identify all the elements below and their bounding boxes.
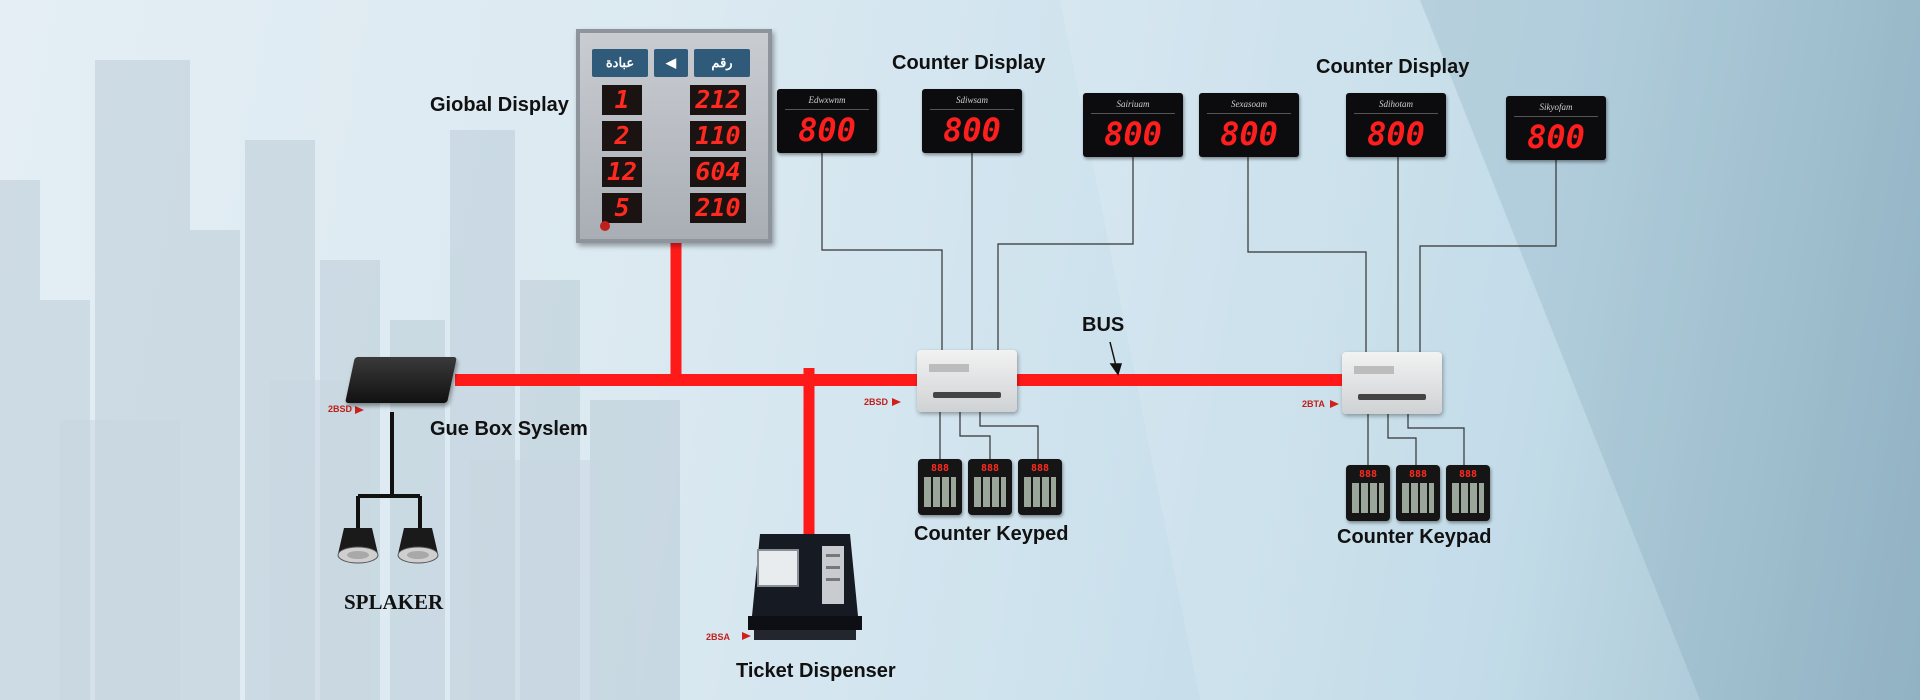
controller-port — [1358, 394, 1426, 400]
keypad-display: 888 — [980, 463, 1000, 474]
counter-keypad-label: Counter Keypad — [1337, 526, 1492, 548]
keypad-buttons-icon — [1024, 477, 1056, 507]
row-ticket: 604 — [690, 157, 746, 187]
speaker-label: SPLAKER — [344, 590, 444, 614]
counter-display-label: Counter Display — [892, 52, 1046, 74]
divider — [1091, 113, 1175, 114]
keypad-buttons-icon — [974, 477, 1006, 507]
keypad-display: 888 — [1358, 469, 1378, 480]
row-ticket: 210 — [690, 193, 746, 223]
controller-label-plate — [1354, 366, 1394, 374]
counter-display: Sairiuam 800 — [1083, 93, 1183, 157]
global-display-label: Giobal Display — [430, 94, 569, 116]
counter-display-caption: Sikyofam — [1539, 102, 1573, 112]
global-display-header-right: رقم — [694, 49, 750, 77]
keypad-buttons-icon — [1402, 483, 1434, 513]
brand-logo-icon — [600, 221, 610, 231]
bus-label: BUS — [1082, 314, 1125, 336]
controller-label-plate — [929, 364, 969, 372]
counter-display: Sikyofam 800 — [1506, 96, 1606, 160]
global-display-row: 5 210 — [580, 193, 776, 225]
queue-box-tag: 2BSD — [328, 404, 353, 414]
counter-display-caption: Edwxwnm — [808, 95, 846, 105]
divider — [1207, 113, 1291, 114]
counter-display-value: 800 — [1527, 118, 1585, 156]
counter-display-caption: Sexasoam — [1231, 99, 1267, 109]
keypad-buttons-icon — [924, 477, 956, 507]
counter-display-value: 800 — [1104, 115, 1162, 153]
queue-box-device — [345, 357, 457, 403]
counter-display-value: 800 — [943, 111, 1001, 149]
keypad-display: 888 — [930, 463, 950, 474]
speaker-icon — [397, 528, 439, 564]
keypad-display: 888 — [1408, 469, 1428, 480]
divider — [1354, 113, 1438, 114]
keypad-display: 888 — [1030, 463, 1050, 474]
keypad-buttons-icon — [1352, 483, 1384, 513]
counter-keypad: 888 — [1446, 465, 1490, 521]
counter-display: Sexasoam 800 — [1199, 93, 1299, 157]
ticket-dispenser-tag: 2BSA — [706, 632, 731, 642]
counter-keypad: 888 — [1396, 465, 1440, 521]
counter-keypad: 888 — [968, 459, 1012, 515]
row-counter: 1 — [602, 85, 642, 115]
counter-display-value: 800 — [1367, 115, 1425, 153]
counter-keypad: 888 — [1018, 459, 1062, 515]
counter-display: Edwxwnm 800 — [777, 89, 877, 153]
global-display-row: 12 604 — [580, 157, 776, 189]
row-counter: 5 — [602, 193, 642, 223]
controller-tag: 2BSD — [864, 397, 889, 407]
bus-controller — [917, 350, 1017, 412]
counter-display-value: 800 — [1220, 115, 1278, 153]
keypad-buttons-icon — [1452, 483, 1484, 513]
counter-display: Sdihotam 800 — [1346, 93, 1446, 157]
controller-tag: 2BTA — [1302, 399, 1325, 409]
row-counter: 2 — [602, 121, 642, 151]
play-arrow-icon: ◀ — [654, 49, 688, 77]
global-display-header-left: عبادة — [592, 49, 648, 77]
counter-display-value: 800 — [798, 111, 856, 149]
row-ticket: 212 — [690, 85, 746, 115]
counter-keypad-label: Counter Keyped — [914, 523, 1069, 545]
bus-controller — [1342, 352, 1442, 414]
counter-display-label: Counter Display — [1316, 56, 1470, 78]
global-display-row: 1 212 — [580, 85, 776, 117]
counter-display-caption: Sairiuam — [1116, 99, 1150, 109]
ticket-dispenser-device — [748, 534, 862, 640]
global-display-row: 2 110 — [580, 121, 776, 153]
divider — [785, 109, 869, 110]
row-ticket: 110 — [690, 121, 746, 151]
global-display: عبادة ◀ رقم 1 212 2 110 12 604 5 210 — [576, 29, 772, 243]
divider — [930, 109, 1014, 110]
counter-keypad: 888 — [918, 459, 962, 515]
queue-box-label: Gue Box Syslem — [430, 418, 588, 440]
divider — [1514, 116, 1598, 117]
counter-display-caption: Sdihotam — [1378, 99, 1413, 109]
controller-port — [933, 392, 1001, 398]
row-counter: 12 — [602, 157, 642, 187]
ticket-dispenser-label: Ticket Dispenser — [736, 660, 896, 682]
counter-display-caption: Sdiwsam — [955, 95, 988, 105]
counter-display: Sdiwsam 800 — [922, 89, 1022, 153]
keypad-display: 888 — [1458, 469, 1478, 480]
counter-keypad: 888 — [1346, 465, 1390, 521]
speaker-icon — [337, 528, 379, 564]
